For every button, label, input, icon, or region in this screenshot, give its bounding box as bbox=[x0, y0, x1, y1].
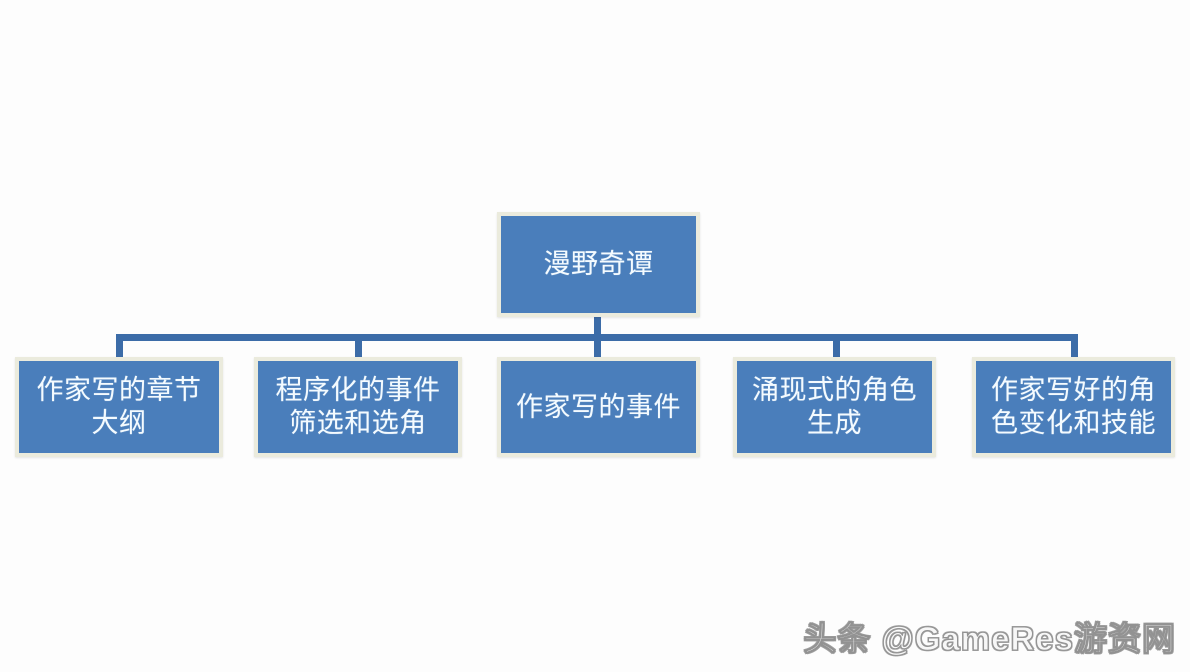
node-root[interactable]: 漫野奇谭 bbox=[497, 212, 700, 317]
connector-drop-3 bbox=[833, 334, 840, 359]
watermark-text: 头条 @GameRes游资网 bbox=[803, 620, 1176, 658]
node-child-3-label: 涌现式的角色 生成 bbox=[752, 375, 917, 438]
connector-drop-0 bbox=[116, 334, 123, 359]
connector-horizontal-bus bbox=[116, 334, 1078, 341]
node-root-label: 漫野奇谭 bbox=[543, 249, 654, 280]
node-child-2-label: 作家写的事件 bbox=[516, 391, 681, 422]
connector-root-stem bbox=[594, 317, 601, 341]
connector-drop-4 bbox=[1071, 334, 1078, 359]
connector-drop-2 bbox=[594, 334, 601, 359]
node-child-1-label: 程序化的事件 筛选和选角 bbox=[275, 375, 441, 438]
node-child-2[interactable]: 作家写的事件 bbox=[497, 357, 700, 457]
node-child-3[interactable]: 涌现式的角色 生成 bbox=[733, 357, 936, 457]
node-child-4[interactable]: 作家写好的角 色变化和技能 bbox=[972, 357, 1175, 457]
node-child-0[interactable]: 作家写的章节 大纲 bbox=[15, 357, 223, 457]
node-child-1[interactable]: 程序化的事件 筛选和选角 bbox=[254, 357, 462, 457]
connector-drop-1 bbox=[355, 334, 362, 359]
node-child-4-label: 作家写好的角 色变化和技能 bbox=[991, 375, 1156, 438]
node-child-0-label: 作家写的章节 大纲 bbox=[36, 375, 202, 438]
